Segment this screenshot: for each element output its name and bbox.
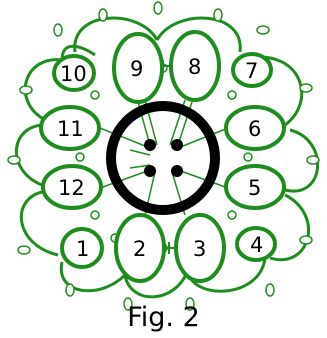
button-hole: [144, 165, 156, 177]
picot: [8, 156, 20, 164]
picot: [300, 84, 312, 92]
button-hole: [171, 139, 183, 151]
picot: [99, 9, 107, 21]
button-rim: [111, 106, 215, 210]
ring-label-1: 1: [76, 237, 89, 261]
ring-label-3: 3: [193, 237, 206, 261]
ring-label-11: 11: [57, 117, 84, 141]
ring-label-6: 6: [248, 117, 261, 141]
picots: [8, 2, 319, 310]
ring-label-12: 12: [58, 176, 85, 200]
figure-caption: Fig. 2: [0, 302, 327, 333]
ring-label-4: 4: [250, 233, 263, 257]
ring-label-10: 10: [60, 62, 87, 86]
ring-label-7: 7: [245, 59, 258, 83]
thread: [100, 170, 150, 188]
picot: [91, 211, 99, 219]
picot: [300, 236, 312, 244]
picot: [228, 211, 236, 219]
picot: [91, 91, 99, 99]
button: [111, 106, 215, 210]
picot: [214, 9, 222, 21]
button-hole: [171, 165, 183, 177]
picot: [20, 86, 32, 94]
picot: [228, 91, 236, 99]
picot: [266, 284, 274, 296]
picot: [18, 246, 30, 254]
ring-joins: [160, 60, 176, 254]
ring-label-2: 2: [133, 237, 146, 261]
ring-label-9: 9: [130, 57, 143, 81]
picot: [244, 153, 252, 161]
ring-label-8: 8: [188, 55, 201, 79]
button-hole: [144, 139, 156, 151]
picot: [154, 2, 162, 14]
picot: [76, 153, 84, 161]
picot: [66, 284, 74, 296]
picot: [257, 26, 269, 34]
picot: [307, 156, 319, 164]
thread: [130, 150, 150, 155]
ring-to-button-threads: [100, 100, 228, 215]
thread: [100, 128, 150, 148]
ring-label-5: 5: [248, 176, 261, 200]
picot: [54, 24, 62, 36]
